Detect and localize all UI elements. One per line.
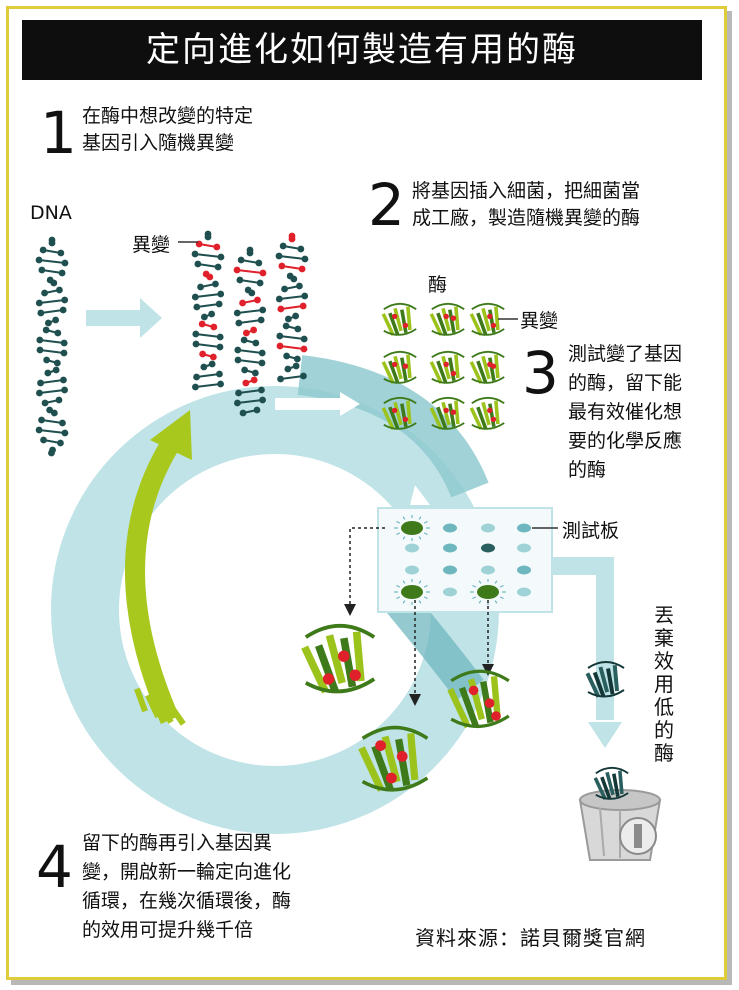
mutation-label: 異變 xyxy=(132,234,171,256)
cycle-arrow-icon xyxy=(125,410,192,726)
discard-label: 丟棄效用低的酶 xyxy=(654,603,674,765)
step-3-text: 測試變了基因 的酶，留下能 最有效催化想 要的化學反應 的酶 xyxy=(568,340,682,485)
step-4-text: 留下的酶再引入基因異 變，開啟新一輪定向進化 循環，在幾次循環後，酶 的效用可提… xyxy=(82,829,291,945)
step-1-line: 基因引入隨機異變 xyxy=(82,132,235,154)
to-plate-arrow-icon xyxy=(410,485,430,505)
page-title: 定向進化如何製造有用的酶 xyxy=(22,20,702,80)
step-2-text: 將基因插入細菌，把細菌當 成工廠，製造隨機異變的酶 xyxy=(412,178,640,232)
step-4-line: 留下的酶再引入基因異 xyxy=(82,832,273,854)
step-3-line: 要的化學反應 xyxy=(568,430,683,452)
source-credit: 資料來源：諾貝爾獎官網 xyxy=(415,926,646,950)
enzyme-grid xyxy=(381,302,505,430)
step-1-number: 1 xyxy=(40,99,77,167)
discarded-enzyme-icon xyxy=(593,766,629,800)
step-1-text: 在酶中想改變的特定 基因引入隨機異變 xyxy=(82,103,253,157)
step-4-line: 循環，在幾次循環後，酶 xyxy=(82,890,292,912)
test-plate-label: 測試板 xyxy=(562,520,620,542)
step-4-line: 變，開啟新一輪定向進化 xyxy=(82,861,292,883)
selected-enzymes-icon xyxy=(301,624,510,792)
mutated-dna-helix-icon xyxy=(191,230,309,417)
enzyme-label: 酶 xyxy=(428,274,448,296)
step-3-line: 最有效催化想 xyxy=(568,401,683,423)
step-2-number: 2 xyxy=(368,171,405,239)
selection-arrows xyxy=(344,527,494,706)
dna-label: DNA xyxy=(30,202,72,224)
step-1-line: 在酶中想改變的特定 xyxy=(82,105,254,127)
step-4-number: 4 xyxy=(36,833,73,901)
step-3-line: 的酶，留下能 xyxy=(568,372,683,394)
test-plate xyxy=(377,507,553,613)
step-3-line: 測試變了基因 xyxy=(568,343,683,365)
enzyme-mutation-label: 異變 xyxy=(520,310,559,332)
trash-can-icon xyxy=(578,789,662,861)
dna-helix-icon xyxy=(35,236,69,457)
discard-path xyxy=(552,557,622,748)
step-3-line: 的酶 xyxy=(568,459,607,481)
step-2-line: 成工廠，製造隨機異變的酶 xyxy=(412,207,641,229)
low-efficiency-enzyme-icon xyxy=(585,661,625,698)
step-3-number: 3 xyxy=(522,339,559,407)
step-2-line: 將基因插入細菌，把細菌當 xyxy=(412,180,641,202)
step-4-line: 的效用可提升幾千倍 xyxy=(82,919,254,941)
mutation-to-enzyme-arrow-icon xyxy=(275,392,360,416)
dna-to-mutation-arrow-icon xyxy=(86,298,162,338)
